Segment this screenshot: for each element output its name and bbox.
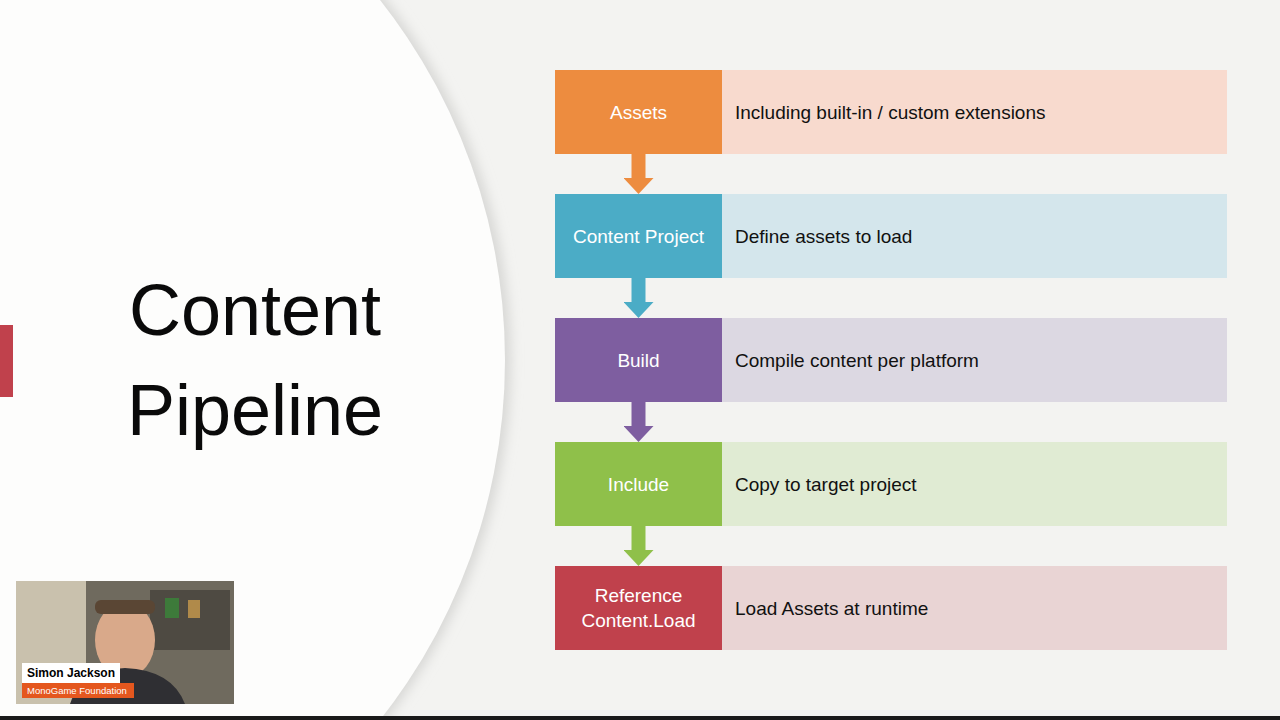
step-box: Build: [555, 318, 722, 402]
step-box: Reference Content.Load: [555, 566, 722, 650]
flow-arrow: [632, 154, 646, 178]
webcam-shelf: [150, 590, 230, 650]
webcam-item: [165, 598, 179, 618]
step-box: Include: [555, 442, 722, 526]
step-name: Include: [608, 472, 669, 497]
step-description: Copy to target project: [722, 442, 1227, 526]
webcam-frame: [16, 581, 234, 704]
step-name: Content Project: [573, 224, 704, 249]
step-description: Including built-in / custom extensions: [722, 70, 1227, 154]
step-description: Load Assets at runtime: [722, 566, 1227, 650]
step-name: Reference Content.Load: [565, 583, 712, 633]
flow-arrow: [632, 278, 646, 302]
step-text: Including built-in / custom extensions: [735, 100, 1046, 125]
step-name: Build: [617, 348, 659, 373]
step-text: Copy to target project: [735, 472, 917, 497]
flow-arrow: [632, 402, 646, 426]
step-description: Compile content per platform: [722, 318, 1227, 402]
step-box: Assets: [555, 70, 722, 154]
accent-bar: [0, 325, 13, 397]
bottom-bar: [0, 716, 1280, 720]
title-circle: [0, 0, 505, 720]
webcam-item: [188, 600, 200, 618]
webcam-person-hair: [95, 600, 155, 614]
webcam-background: [16, 581, 234, 704]
step-text: Load Assets at runtime: [735, 596, 928, 621]
step-box: Content Project: [555, 194, 722, 278]
step-text: Compile content per platform: [735, 348, 979, 373]
step-description: Define assets to load: [722, 194, 1227, 278]
flow-arrow: [632, 526, 646, 550]
speaker-name: Simon Jackson: [22, 663, 120, 683]
step-name: Assets: [610, 100, 667, 125]
step-text: Define assets to load: [735, 224, 912, 249]
slide-title: Content Pipeline: [90, 260, 420, 460]
speaker-organisation: MonoGame Foundation: [22, 683, 134, 698]
